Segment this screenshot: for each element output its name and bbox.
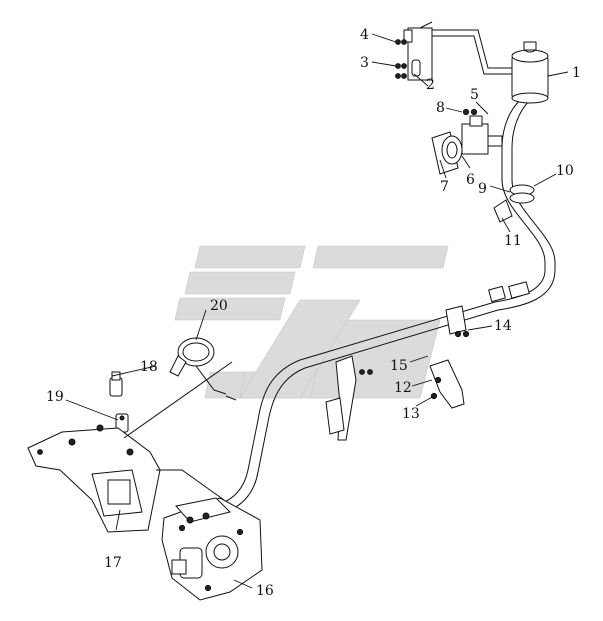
hose-clamp-20 [169,337,227,395]
callout-labels: 1 2 3 4 5 6 7 8 9 10 11 14 15 12 13 20 1… [46,27,581,599]
callout-17: 17 [104,555,122,571]
callout-1: 1 [572,65,581,81]
leader-lines [65,33,569,589]
callout-5: 5 [470,87,479,103]
upper-bracket [403,21,433,81]
fitting-19 [115,413,129,433]
callout-2: 2 [426,77,435,93]
callout-14: 14 [494,318,512,334]
support-bracket-right [429,359,465,409]
line-coupling [488,281,530,303]
tube-clamp [493,184,535,223]
callout-8: 8 [436,100,445,116]
support-bracket-left [325,355,373,441]
callout-18: 18 [140,359,158,375]
callout-6: 6 [466,172,475,188]
callout-4: 4 [360,27,369,43]
connector-lines [123,361,237,501]
callout-12: 12 [394,380,412,396]
mounting-plate-17 [27,424,161,533]
steering-gear-16 [161,497,263,601]
callout-7: 7 [440,179,449,195]
reservoir-tank [511,41,549,104]
callout-20: 20 [210,298,228,314]
callout-9: 9 [478,181,487,197]
filter-valve-assembly [431,108,503,175]
watermark-logo [174,245,449,399]
callout-19: 19 [46,389,64,405]
callout-15: 15 [390,358,408,374]
callout-3: 3 [360,55,369,71]
line-bracket-14 [445,305,470,338]
bolts-upper [395,39,407,79]
fitting-18 [109,371,123,397]
callout-16: 16 [256,583,274,599]
callout-13: 13 [402,406,420,422]
callout-11: 11 [504,233,522,249]
hydraulic-line [217,29,556,514]
callout-10: 10 [556,163,574,179]
